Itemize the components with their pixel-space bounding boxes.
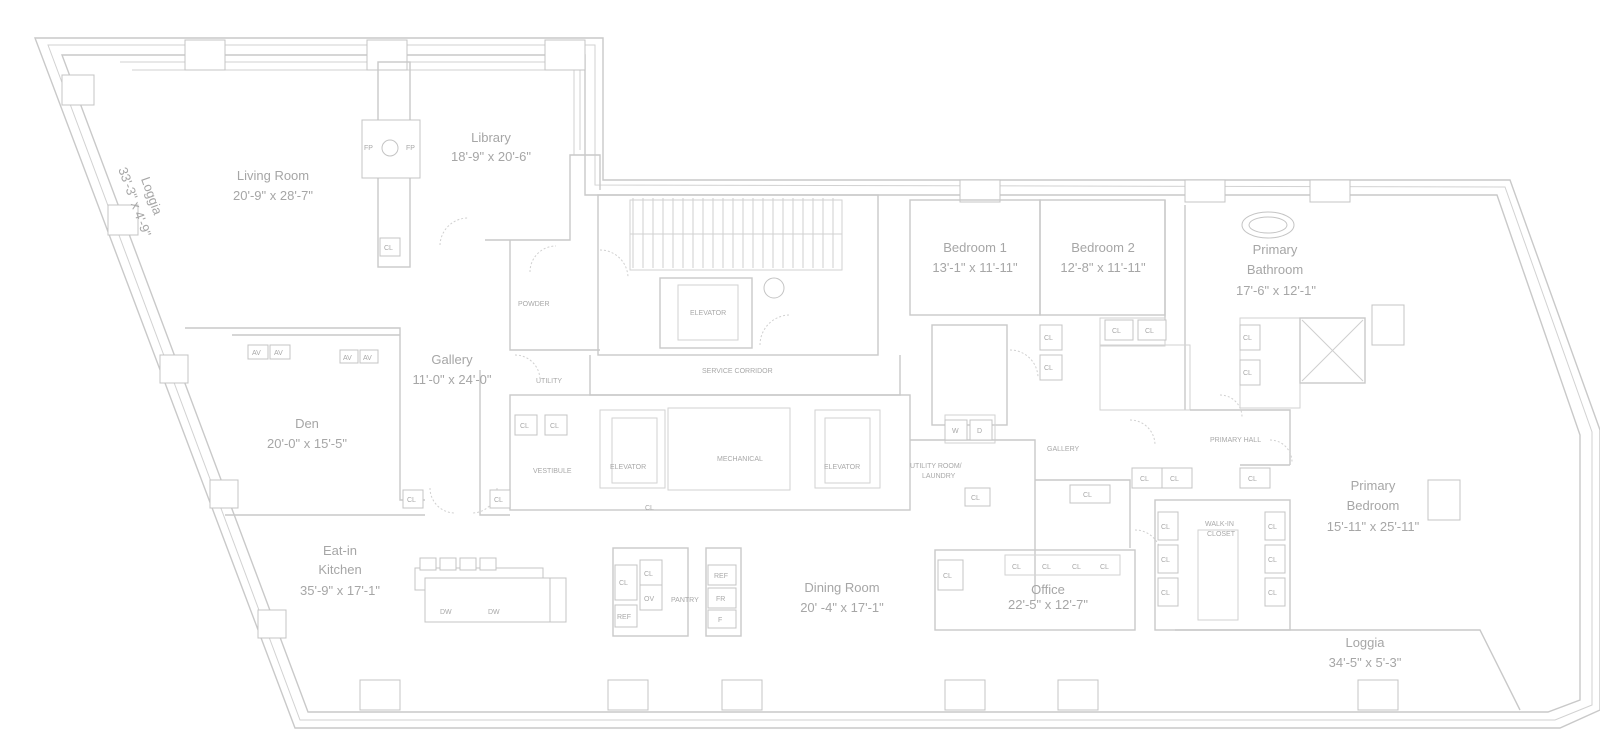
- cl-label: CL: [1083, 492, 1092, 499]
- office-dim: 22'-5" x 12'-7": [1008, 597, 1088, 612]
- cl-label: CL: [407, 497, 416, 504]
- primary-bathroom-name-2: Bathroom: [1247, 262, 1303, 277]
- mechanical-label: MECHANICAL: [717, 456, 763, 463]
- ref-label: REF: [617, 614, 631, 621]
- cl-label: CL: [494, 497, 503, 504]
- vestibule-label: VESTIBULE: [533, 468, 572, 475]
- cl-label: CL: [619, 580, 628, 587]
- cl-label: CL: [1100, 564, 1109, 571]
- dw-label: DW: [440, 609, 452, 616]
- stairs: [630, 198, 842, 299]
- bathtub: [1241, 211, 1295, 239]
- cl-label: CL: [645, 505, 654, 512]
- cl-label: CL: [1268, 557, 1277, 564]
- cl-label: CL: [1268, 524, 1277, 531]
- powder-label: POWDER: [518, 301, 550, 308]
- av-label: AV: [343, 355, 352, 362]
- cl-label: CL: [1170, 476, 1179, 483]
- kitchen-island: [414, 557, 567, 623]
- utility-room-label: UTILITY ROOM/: [910, 463, 962, 470]
- dining-room-name: Dining Room: [804, 580, 879, 595]
- primary-hall-label: PRIMARY HALL: [1210, 437, 1261, 444]
- small-room-labels: ELEVATOR ELEVATOR ELEVATOR SERVICE CORRI…: [518, 301, 1261, 604]
- cl-label: CL: [520, 423, 529, 430]
- cl-label: CL: [1161, 557, 1170, 564]
- fp-label: FP: [406, 145, 415, 152]
- cl-label: CL: [1145, 328, 1154, 335]
- columns: [61, 39, 1461, 711]
- kitchen-dim: 35'-9" x 17'-1": [300, 583, 380, 598]
- cl-label: CL: [1044, 365, 1053, 372]
- laundry-label: LAUNDRY: [922, 473, 956, 480]
- primary-bedroom-name-2: Bedroom: [1347, 498, 1400, 513]
- primary-bedroom-name-1: Primary: [1351, 478, 1396, 493]
- cl-label: CL: [1161, 524, 1170, 531]
- cl-label: CL: [384, 245, 393, 252]
- pantry-label: PANTRY: [671, 597, 699, 604]
- cl-label: CL: [1243, 335, 1252, 342]
- cl-label: CL: [644, 571, 653, 578]
- utility-label: UTILITY: [536, 378, 562, 385]
- living-room-name: Living Room: [237, 168, 309, 183]
- cl-label: CL: [1243, 370, 1252, 377]
- av-label: AV: [252, 350, 261, 357]
- cl-label: CL: [1044, 335, 1053, 342]
- dining-room-dim: 20' -4" x 17'-1": [800, 600, 884, 615]
- ref-label: REF: [714, 573, 728, 580]
- f-label: F: [718, 617, 722, 624]
- elevator-label: ELEVATOR: [690, 310, 726, 317]
- doors: [429, 217, 1293, 557]
- cl-label: CL: [1161, 590, 1170, 597]
- dryer-label: D: [977, 428, 982, 435]
- cl-label: CL: [1042, 564, 1051, 571]
- service-corridor-label: SERVICE CORRIDOR: [702, 368, 773, 375]
- loggia-south-name: Loggia: [1345, 635, 1385, 650]
- cl-label: CL: [1140, 476, 1149, 483]
- gallery-name: Gallery: [431, 352, 473, 367]
- cl-label: CL: [550, 423, 559, 430]
- walk-in-label: WALK-IN: [1205, 521, 1234, 528]
- cl-label: CL: [1072, 564, 1081, 571]
- av-label: AV: [274, 350, 283, 357]
- living-room-dim: 20'-9" x 28'-7": [233, 188, 313, 203]
- library-name: Library: [471, 130, 511, 145]
- gallery-dim: 11'-0" x 24'-0": [413, 372, 492, 387]
- library-dim: 18'-9" x 20'-6": [451, 149, 531, 164]
- ov-label: OV: [644, 596, 654, 603]
- fixture-labels: AV AV AV AV FP FP CL CL CL CL CL CL CL C…: [247, 145, 1286, 629]
- bedroom-1-name: Bedroom 1: [943, 240, 1007, 255]
- cl-label: CL: [943, 573, 952, 580]
- fr-label: FR: [716, 596, 725, 603]
- primary-bathroom-dim: 17'-6" x 12'-1": [1236, 283, 1316, 298]
- elevator-label: ELEVATOR: [610, 464, 646, 471]
- dw-label: DW: [488, 609, 500, 616]
- bedroom-2-name: Bedroom 2: [1071, 240, 1135, 255]
- elevator-label: ELEVATOR: [824, 464, 860, 471]
- washer-label: W: [952, 428, 959, 435]
- gallery-small-label: GALLERY: [1047, 446, 1079, 453]
- cl-label: CL: [1112, 328, 1121, 335]
- kitchen-name-2: Kitchen: [318, 562, 361, 577]
- cl-label: CL: [971, 495, 980, 502]
- kitchen-name-1: Eat-in: [323, 543, 357, 558]
- den-name: Den: [295, 416, 319, 431]
- cl-label: CL: [1268, 590, 1277, 597]
- av-label: AV: [363, 355, 372, 362]
- closet-label: CLOSET: [1207, 531, 1236, 538]
- primary-bathroom-name-1: Primary: [1253, 242, 1298, 257]
- primary-bedroom-dim: 15'-11" x 25'-11": [1327, 519, 1420, 534]
- den-dim: 20'-0" x 15'-5": [267, 436, 347, 451]
- cl-label: CL: [1248, 476, 1257, 483]
- cl-label: CL: [1012, 564, 1021, 571]
- office-name: Office: [1031, 582, 1065, 597]
- fp-label: FP: [364, 145, 373, 152]
- bedroom-1-dim: 13'-1" x 11'-11": [932, 260, 1018, 275]
- room-labels: Living Room 20'-9" x 28'-7" Library 18'-…: [115, 130, 1419, 670]
- loggia-south-dim: 34'-5" x 5'-3": [1329, 655, 1402, 670]
- bedroom-2-dim: 12'-8" x 11'-11": [1060, 260, 1146, 275]
